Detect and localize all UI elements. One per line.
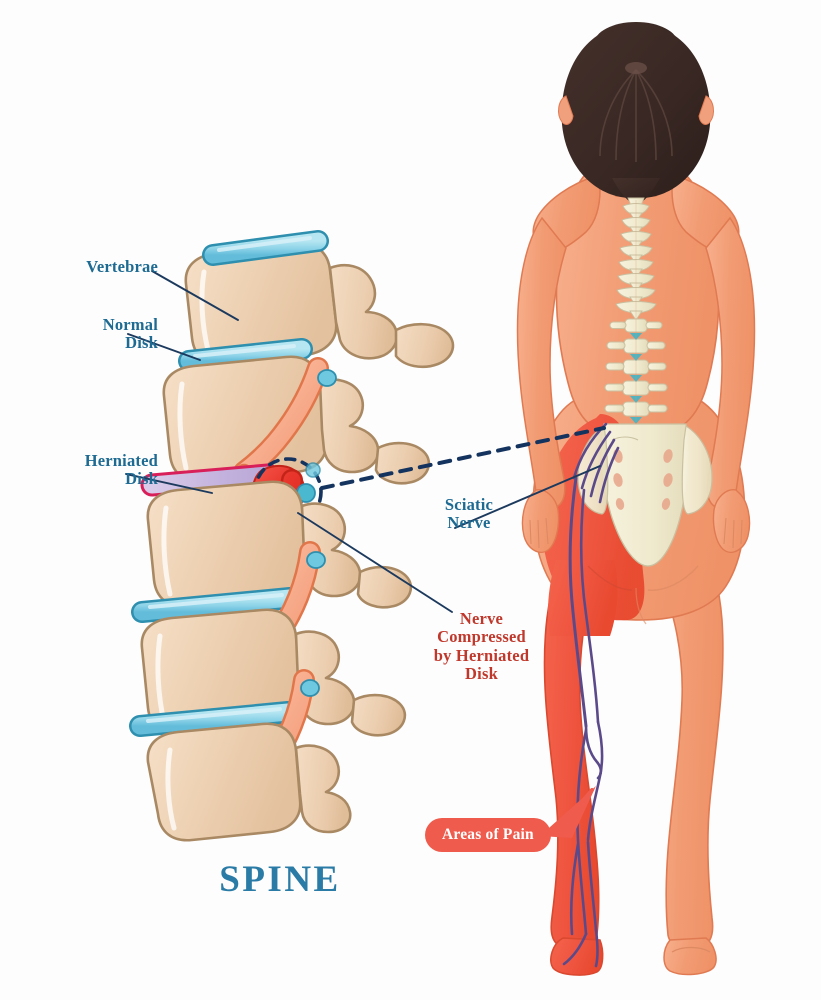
- vertebra-5: [146, 722, 302, 842]
- callout-connector: [320, 426, 606, 490]
- lumbar-spine-lateral: [129, 230, 455, 842]
- label-normal-disk: Normal Disk: [102, 315, 158, 353]
- figure-hair: [558, 22, 714, 204]
- normal-disk-top: [202, 230, 329, 266]
- page-title: SPINE: [219, 859, 341, 900]
- figure-feet: [550, 937, 717, 976]
- normal-disk-1: [178, 338, 313, 372]
- normal-disk-3: [129, 701, 299, 737]
- areas-of-pain-badge: Areas of Pain: [425, 818, 551, 852]
- leader-sciatic-nerve: [454, 465, 601, 529]
- vertebra-5-posterior: [294, 744, 352, 834]
- leader-vertebrae: [151, 270, 239, 321]
- label-nerve-compressed: Nerve Compressed by Herniated Disk: [433, 609, 530, 684]
- label-vertebrae: Vertebrae: [86, 257, 158, 276]
- leader-nerve-compressed: [297, 512, 453, 613]
- leader-normal-disk: [127, 333, 201, 361]
- leader-herniated-disk: [125, 473, 213, 494]
- figure-disk-markers: [630, 333, 642, 424]
- label-sciatic-nerve: Sciatic Nerve: [444, 495, 494, 533]
- figure-arms: [516, 216, 756, 554]
- pain-badge-leader: [558, 788, 594, 830]
- vertebra-1-posterior: [328, 264, 455, 369]
- normal-disk-2: [131, 587, 301, 623]
- leader-lines: [125, 270, 601, 613]
- sciatic-nerve-path: [562, 422, 620, 968]
- female-figure: [516, 22, 756, 976]
- label-herniated-disk: Herniated Disk: [84, 451, 158, 489]
